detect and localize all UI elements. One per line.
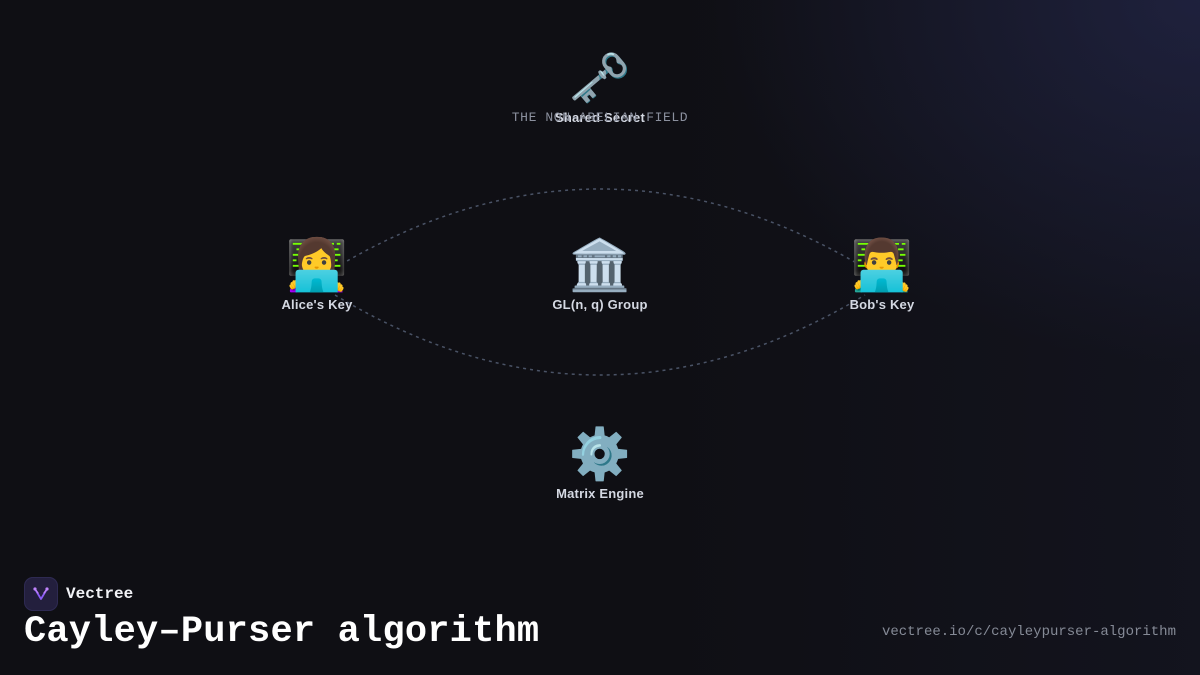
node-label: Matrix Engine [556, 486, 644, 501]
brand-name: Vectree [66, 585, 134, 603]
node-label: GL(n, q) Group [552, 297, 648, 312]
node-label: Bob's Key [849, 297, 915, 312]
node-label: Alice's Key [281, 297, 353, 312]
node-shared-secret: 🗝️ Shared Secret [520, 50, 680, 125]
node-bob-key: 👨‍💻 Bob's Key [802, 237, 962, 312]
gear-icon: ⚙️ [568, 425, 632, 483]
brand[interactable]: Vectree [24, 577, 133, 611]
man-technologist-icon: 👨‍💻 [850, 236, 914, 294]
old-key-icon: 🗝️ [568, 49, 632, 107]
source-url-link[interactable]: vectree.io/c/cayleypurser-algorithm [881, 624, 1176, 640]
edge-alice-bob-lower [334, 294, 866, 376]
node-alice-key: 👩‍💻 Alice's Key [237, 237, 397, 312]
vectree-logo-icon [24, 577, 58, 611]
node-matrix-engine: ⚙️ Matrix Engine [520, 426, 680, 501]
node-gl-group: 🏛️ GL(n, q) Group [520, 237, 680, 312]
edge-alice-bob-upper [334, 188, 866, 269]
page-title: Cayley–Purser algorithm [24, 611, 540, 653]
node-label: Shared Secret [554, 110, 646, 125]
woman-technologist-icon: 👩‍💻 [285, 236, 349, 294]
classical-building-icon: 🏛️ [568, 236, 632, 294]
diagram-subtitle: THE NON-ABELIAN FIELD [511, 110, 689, 125]
